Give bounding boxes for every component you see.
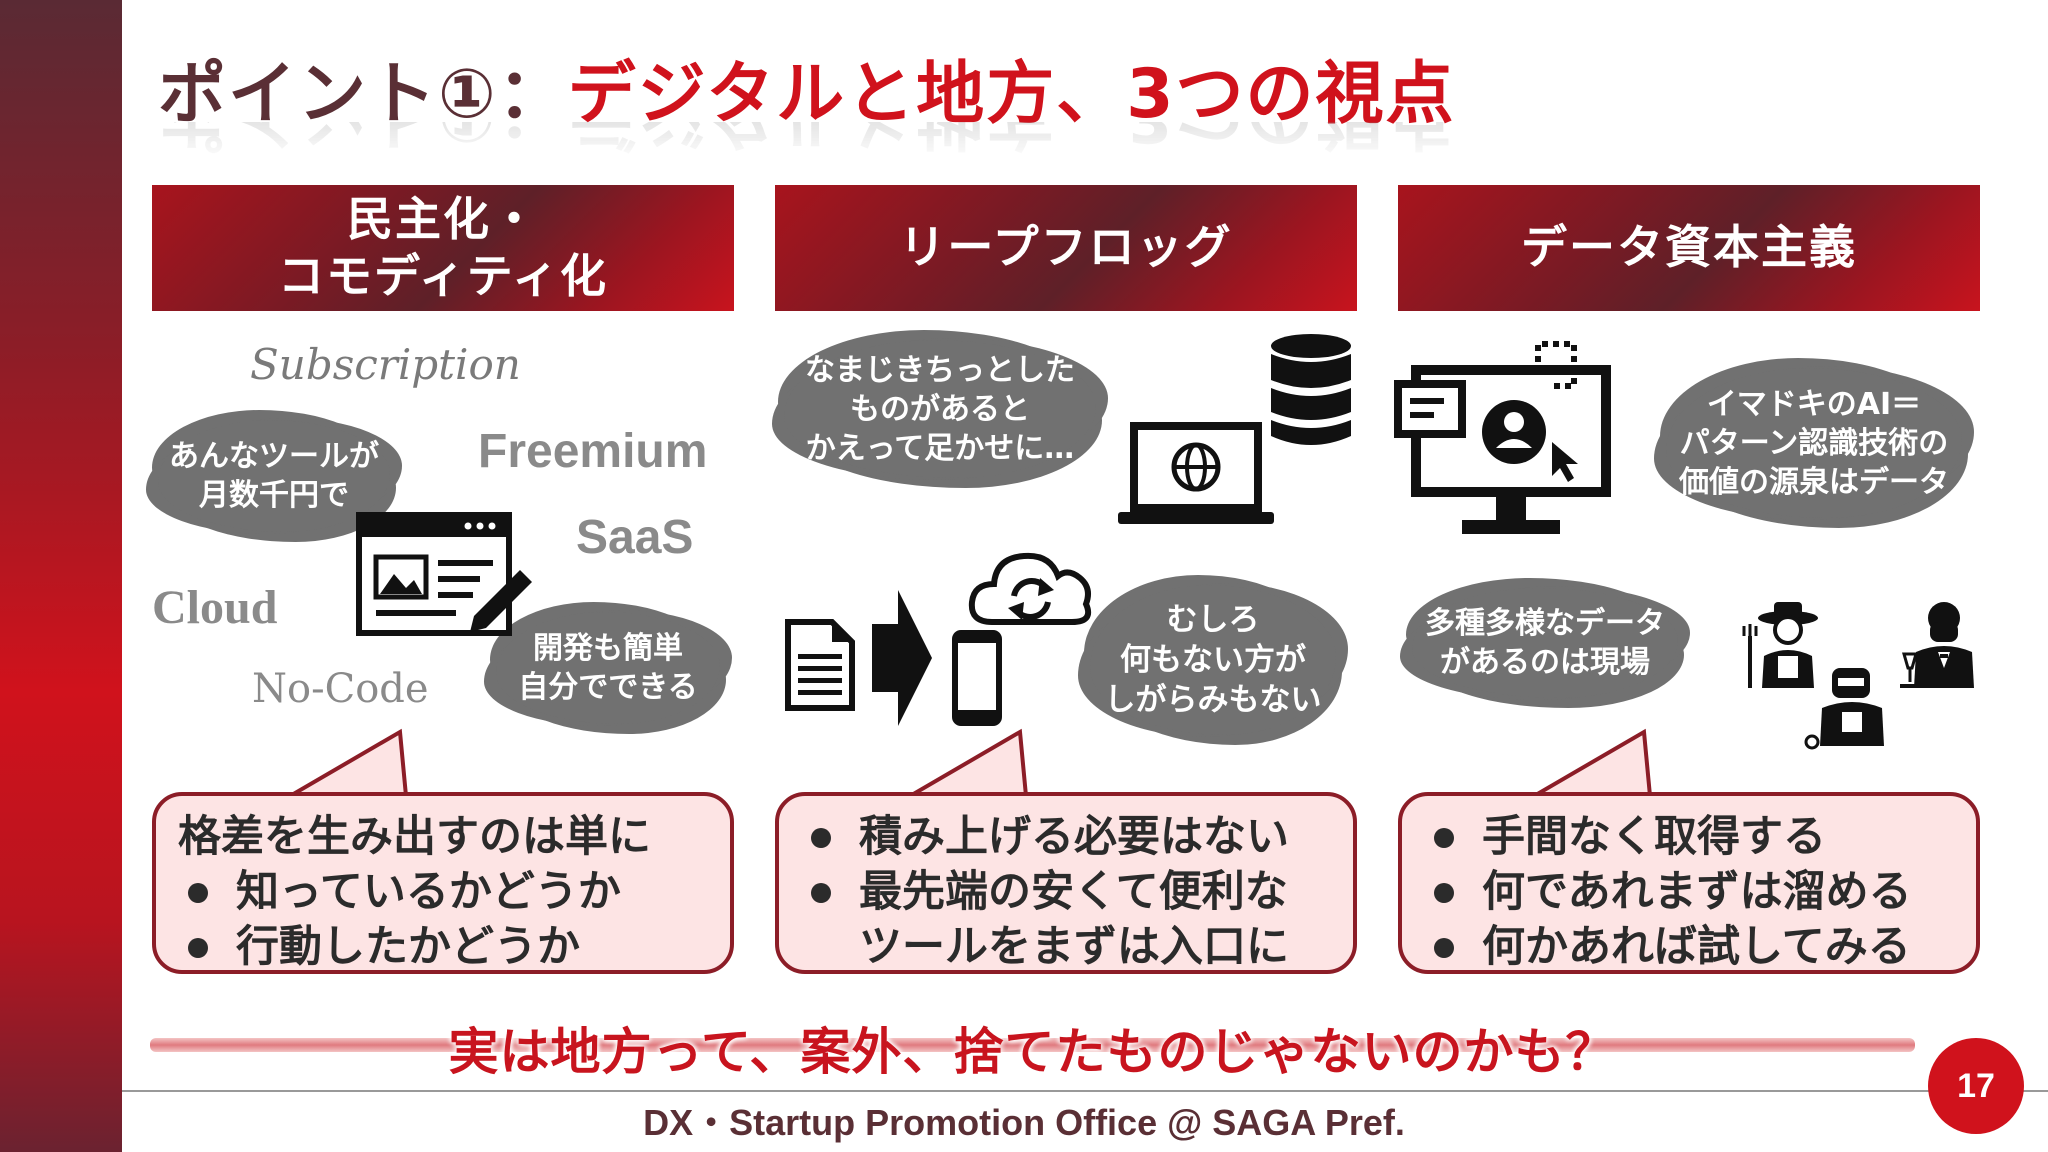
document-icon: [785, 619, 855, 711]
slide-title: ポイント①：デジタルと地方、3つの視点: [158, 38, 1456, 134]
box-heading: 格差を生み出すのは単に: [178, 812, 651, 862]
word-cloud: Cloud: [152, 581, 278, 634]
smartphone-icon: [952, 630, 1002, 726]
cloud-ai-data-value: イマドキのAI＝ パターン認識技術の 価値の源泉はデータ: [1666, 368, 1962, 518]
page-number-badge: 17: [1928, 1038, 2024, 1134]
left-accent-bar: [0, 0, 122, 1152]
conclusion-underline: [150, 1038, 1915, 1052]
word-no-code: No-Code: [252, 666, 429, 712]
word-freemium: Freemium: [478, 425, 708, 478]
callout-tail-1: [282, 728, 430, 802]
title-prefix: ポイント①：: [158, 55, 568, 134]
summary-box-data-capitalism: 手間なく取得する 何であれまずは溜める 何かあれば試してみる: [1398, 792, 1980, 974]
list-item: 何かあれば試してみる: [1424, 920, 1954, 975]
cloud-tool-cost: あんなツールが 月数千円で: [158, 420, 390, 532]
column-header-leapfrog: リープフロッグ: [775, 185, 1357, 311]
cloud-legacy-burden: なまじきちっとした ものがあると かえって足かせに…: [784, 340, 1096, 478]
database-icon: [1271, 334, 1351, 445]
cloud-sync-icon: [968, 552, 1092, 625]
summary-box-democratization: 格差を生み出すのは単に 知っているかどうか 行動したかどうか: [152, 792, 734, 974]
webpage-edit-icon: [356, 512, 532, 636]
column-header-data-capitalism: データ資本主義: [1398, 185, 1980, 311]
laptop-globe-icon: [1118, 422, 1274, 524]
footer-divider: [122, 1090, 2048, 1092]
workers-icon: [1742, 602, 1974, 750]
list-item: 手間なく取得する: [1424, 810, 1954, 865]
list-item: 行動したかどうか: [178, 920, 708, 975]
list-item: 積み上げる必要はない: [801, 810, 1331, 865]
column-header-democratization: 民主化・ コモディティ化: [152, 185, 734, 311]
footer-text: DX・Startup Promotion Office @ SAGA Pref.: [643, 1102, 1405, 1143]
list-item-continuation: ツールをまずは入口に: [859, 922, 1289, 972]
list-item: 何であれまずは溜める: [1424, 865, 1954, 920]
summary-box-leapfrog: 積み上げる必要はない 最先端の安くて便利な ツールをまずは入口に: [775, 792, 1357, 974]
conclusion-text: 実は地方って、案外、捨てたものじゃないのかも？: [448, 1023, 1617, 1081]
title-main: デジタルと地方、3つの視点: [567, 55, 1456, 134]
monitor-user-icon: [1394, 341, 1611, 534]
arrow-right-icon: [872, 590, 932, 726]
list-item: 知っているかどうか: [178, 865, 708, 920]
cloud-diverse-data: 多種多様なデータ があるのは現場: [1412, 588, 1678, 698]
list-item: 最先端の安くて便利な: [801, 865, 1331, 920]
word-subscription: Subscription: [250, 340, 521, 389]
word-saas: SaaS: [576, 511, 694, 564]
cloud-easy-dev: 開発も簡単 自分でできる: [496, 612, 720, 724]
title-reflection: ポイント①：デジタルと地方、3つの視点: [158, 122, 1458, 162]
callout-tail-3: [1520, 728, 1660, 802]
callout-tail-2: [890, 728, 1030, 802]
cloud-no-constraints: むしろ 何もない方が しがらみもない: [1090, 585, 1336, 735]
